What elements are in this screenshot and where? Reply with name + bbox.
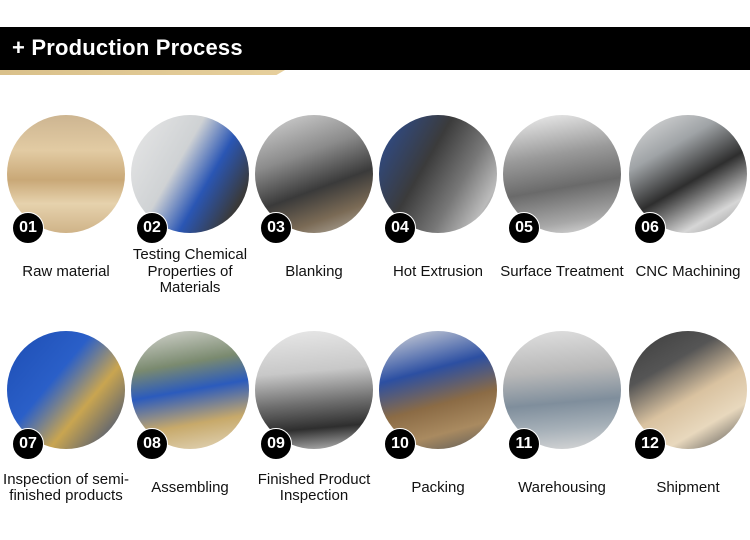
step-number-badge: 06 [634, 212, 666, 244]
step-label: CNC Machining [622, 239, 750, 305]
step-number-badge: 01 [12, 212, 44, 244]
process-step: 09 Finished Product Inspection [252, 331, 376, 531]
process-step: 05 Surface Treatment [500, 115, 624, 315]
step-number-badge: 10 [384, 428, 416, 460]
step-label-text: Raw material [22, 262, 110, 280]
process-step: 08 Assembling [128, 331, 252, 531]
step-number-badge: 11 [508, 428, 540, 460]
step-number-badge: 12 [634, 428, 666, 460]
step-label: Packing [372, 455, 504, 521]
step-label-text: Inspection of semi-finished products [3, 470, 129, 504]
step-number-badge: 07 [12, 428, 44, 460]
step-label-text: CNC Machining [635, 262, 741, 280]
step-label-text: Warehousing [518, 478, 606, 496]
section-header: + Production Process [0, 27, 750, 70]
step-number-badge: 09 [260, 428, 292, 460]
step-number-badge: 02 [136, 212, 168, 244]
process-step: 12 Shipment [626, 331, 750, 531]
step-label: Inspection of semi-finished products [0, 455, 132, 521]
step-label: Shipment [622, 455, 750, 521]
step-label-text: Shipment [656, 478, 720, 496]
step-label-text: Testing Chemical Properties of Materials [132, 246, 248, 297]
step-label-text: Surface Treatment [500, 262, 624, 280]
step-number-badge: 04 [384, 212, 416, 244]
process-step: 06 CNC Machining [626, 115, 750, 315]
process-step: 04 Hot Extrusion [376, 115, 500, 315]
step-label: Testing Chemical Properties of Materials [124, 239, 256, 305]
process-step: 11 Warehousing [500, 331, 624, 531]
step-label: Surface Treatment [496, 239, 628, 305]
process-step: 07 Inspection of semi-finished products [3, 331, 129, 531]
step-number-badge: 08 [136, 428, 168, 460]
step-label: Raw material [0, 239, 132, 305]
step-label: Assembling [124, 455, 256, 521]
step-label: Blanking [248, 239, 380, 305]
step-number-badge: 03 [260, 212, 292, 244]
step-label-text: Blanking [285, 262, 343, 280]
process-step: 02 Testing Chemical Properties of Materi… [128, 115, 252, 315]
step-label-text: Assembling [151, 478, 229, 496]
process-step: 10 Packing [376, 331, 500, 531]
step-label-text: Finished Product Inspection [257, 470, 371, 504]
gold-accent-strip [0, 70, 285, 75]
process-step: 03 Blanking [252, 115, 376, 315]
step-label-text: Packing [411, 478, 465, 496]
step-label-text: Hot Extrusion [392, 262, 484, 280]
step-label: Finished Product Inspection [248, 455, 380, 521]
step-label: Hot Extrusion [372, 239, 504, 305]
step-label: Warehousing [496, 455, 628, 521]
step-number-badge: 05 [508, 212, 540, 244]
process-step: 01 Raw material [4, 115, 128, 315]
section-title: + Production Process [12, 35, 243, 60]
